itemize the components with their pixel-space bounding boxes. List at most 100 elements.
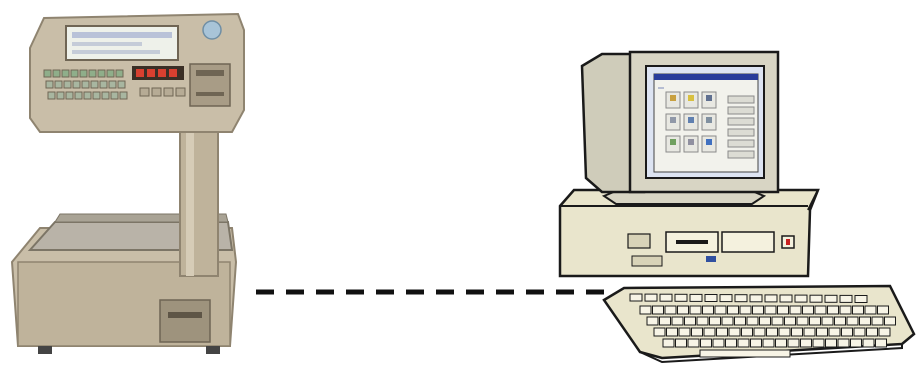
keyboard-key	[879, 328, 890, 336]
screen-side-button	[728, 118, 754, 125]
keyboard-key	[853, 306, 864, 314]
keyboard-key	[765, 306, 776, 314]
keyboard-key	[851, 339, 862, 347]
keyboard-key	[835, 317, 846, 325]
keyboard-key	[703, 306, 714, 314]
keyboard-key	[842, 328, 853, 336]
scale-key	[93, 92, 100, 99]
screen-icon-glyph	[706, 95, 712, 101]
scale-key	[102, 92, 109, 99]
scale-key	[152, 88, 161, 96]
keyboard-key	[726, 339, 737, 347]
keyboard-key	[747, 317, 758, 325]
scale-key	[66, 92, 73, 99]
scale-key	[44, 70, 51, 77]
scale-key	[82, 81, 89, 88]
keyboard-key	[788, 339, 799, 347]
keyboard-key	[829, 328, 840, 336]
keyboard-key	[675, 294, 687, 301]
scale-key	[71, 70, 78, 77]
scale-key	[89, 70, 96, 77]
keyboard-key	[863, 339, 874, 347]
keyboard-key	[729, 328, 740, 336]
keyboard-key	[720, 295, 732, 302]
scale-key	[98, 70, 105, 77]
keyboard-key	[840, 295, 852, 302]
scale-key	[53, 70, 60, 77]
keyboard-key	[705, 295, 717, 302]
keyboard-key	[753, 306, 764, 314]
scale-key	[55, 81, 62, 88]
keyboard-key	[878, 306, 889, 314]
screen-icon-glyph	[688, 95, 694, 101]
scale-key	[46, 81, 53, 88]
scale-key	[109, 81, 116, 88]
screen-side-button	[728, 129, 754, 136]
label-slot	[160, 300, 210, 342]
scale-key	[64, 81, 71, 88]
scale-logo	[203, 21, 221, 39]
keyboard-key	[797, 317, 808, 325]
keyboard-key	[710, 317, 721, 325]
scale-key	[111, 92, 118, 99]
screen-icon-glyph	[688, 139, 694, 145]
keyboard-key	[792, 328, 803, 336]
scale-key	[80, 70, 87, 77]
screen-icon-grid	[666, 92, 716, 152]
scale-key	[62, 70, 69, 77]
keyboard-key	[817, 328, 828, 336]
keyboard-key	[790, 306, 801, 314]
keyboard-key	[765, 295, 777, 302]
keyboard-key	[676, 339, 687, 347]
keyboard-key	[740, 306, 751, 314]
keyboard-key	[867, 328, 878, 336]
keyboard-key	[697, 317, 708, 325]
screen-side-button	[728, 140, 754, 147]
keyboard-key	[860, 317, 871, 325]
screen-icon-glyph	[706, 139, 712, 145]
keyboard-key	[760, 317, 771, 325]
keyboard-key	[728, 306, 739, 314]
screen-icon-glyph	[670, 117, 676, 123]
keyboard-key	[854, 328, 865, 336]
keyboard-key	[815, 306, 826, 314]
keyboard-key	[779, 328, 790, 336]
scale-key	[48, 92, 55, 99]
screen-icon-glyph	[670, 95, 676, 101]
keyboard-key	[855, 296, 867, 303]
keyboard-key	[735, 317, 746, 325]
scale-key	[73, 81, 80, 88]
keyboard-key	[838, 339, 849, 347]
keyboard-key	[692, 328, 703, 336]
keyboard-key	[685, 317, 696, 325]
drive-bay	[722, 232, 774, 252]
keyboard-key	[751, 339, 762, 347]
keyboard-key	[701, 339, 712, 347]
keyboard-key	[772, 317, 783, 325]
keyboard-key	[763, 339, 774, 347]
screen-icon-glyph	[688, 117, 694, 123]
keyboard-key	[813, 339, 824, 347]
scale-key	[176, 88, 185, 96]
screen-icon-glyph	[670, 139, 676, 145]
keyboard-key	[822, 317, 833, 325]
scale-key	[164, 88, 173, 96]
keyboard-key	[679, 328, 690, 336]
keyboard-key	[713, 339, 724, 347]
keyboard-key	[865, 306, 876, 314]
keyboard-key	[688, 339, 699, 347]
keyboard-key	[660, 294, 672, 301]
keyboard-key	[640, 306, 651, 314]
keyboard-key	[742, 328, 753, 336]
keyboard-key	[785, 317, 796, 325]
scale-key	[91, 81, 98, 88]
scale-key	[120, 92, 127, 99]
keyboard-key	[663, 339, 674, 347]
keyboard-key	[754, 328, 765, 336]
keyboard-key	[665, 306, 676, 314]
keyboard-key	[667, 328, 678, 336]
scale-foot-left	[38, 346, 52, 354]
keyboard-key	[825, 295, 837, 302]
keyboard-key	[735, 295, 747, 302]
screen-icon-glyph	[706, 117, 712, 123]
